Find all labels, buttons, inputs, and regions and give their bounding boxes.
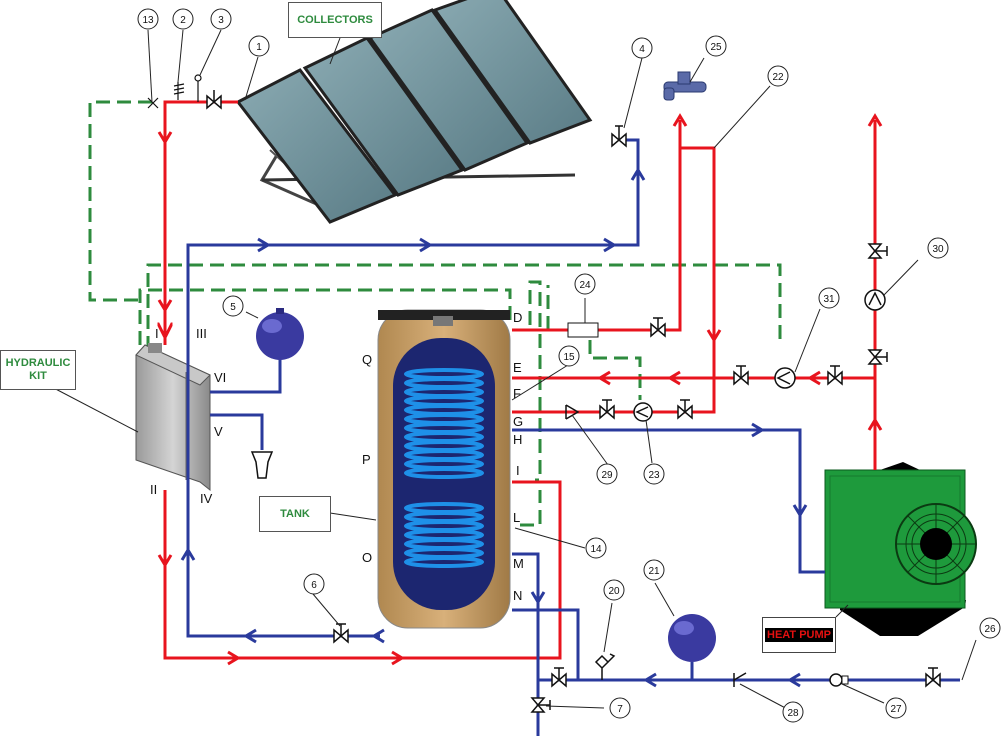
kit-port-vi: VI <box>214 370 226 385</box>
callout-31: 31 <box>823 294 835 305</box>
collector-panel-4 <box>432 0 593 145</box>
callout-1: 1 <box>256 42 262 53</box>
lower-coil <box>404 502 484 568</box>
port-n: N <box>513 588 522 603</box>
kit-port-iv: IV <box>200 491 213 506</box>
callout-7: 7 <box>617 704 623 715</box>
callout-27: 27 <box>890 704 902 715</box>
expansion-vessel-21 <box>668 614 716 680</box>
callout-25: 24 <box>579 280 591 291</box>
callout-29: 29 <box>601 470 613 481</box>
cold-arrows <box>180 167 808 688</box>
heat-pump-label: HEAT PUMP <box>765 628 833 642</box>
hydraulic-kit-unit <box>135 343 211 492</box>
callout-21: 21 <box>648 566 660 577</box>
heat-pump-unit <box>824 462 977 636</box>
callout-15: 15 <box>563 352 575 363</box>
heat-pump-label-box: HEAT PUMP <box>762 617 836 653</box>
kit-port-v: V <box>214 424 223 439</box>
callout-30: 30 <box>932 244 944 255</box>
tank-label: TANK <box>259 496 331 532</box>
pump-30 <box>864 289 886 311</box>
kit-port-i: I <box>155 326 159 341</box>
pumps <box>633 289 886 422</box>
hydraulic-kit-label: HYDRAULIC KIT <box>0 350 76 390</box>
expansion-vessel-5 <box>256 308 304 360</box>
callout-numbers: 13 2 3 1 4 25 22 5 24 15 31 30 29 23 14 … <box>142 15 996 719</box>
port-h: H <box>513 432 522 447</box>
storage-tank <box>377 309 511 629</box>
solar-collectors <box>235 0 593 224</box>
pump-31 <box>774 367 796 389</box>
tank-port-labels: D E F G H I L M N Q P O <box>362 310 524 603</box>
valve-stems <box>213 90 938 710</box>
vent-gauge <box>147 74 202 109</box>
callout-23: 22 <box>772 72 784 83</box>
callout-5: 5 <box>230 302 236 313</box>
safety-valve-20 <box>594 654 610 680</box>
callout-13: 13 <box>142 15 154 26</box>
port-g: G <box>513 414 523 429</box>
callout-14: 14 <box>590 544 602 555</box>
collectors-label: COLLECTORS <box>288 2 382 38</box>
kit-port-labels: I II III IV V VI <box>150 326 226 506</box>
port-l: L <box>513 510 520 525</box>
callout-2: 2 <box>180 15 186 26</box>
port-i: I <box>516 463 520 478</box>
check-valve-29 <box>565 404 580 420</box>
tank-zone-q: Q <box>362 352 372 367</box>
tap-26 <box>663 71 707 101</box>
collector-panel-1 <box>235 68 398 224</box>
callout-circles <box>137 8 1001 723</box>
callout-6: 6 <box>311 580 317 591</box>
collector-panel-3 <box>367 8 530 172</box>
hot-arrows <box>157 113 883 666</box>
control-lines <box>88 100 782 527</box>
mixing-valve-25 <box>567 322 599 338</box>
port-d: D <box>513 310 522 325</box>
port-f: F <box>513 386 521 401</box>
collector-panel-2 <box>302 36 465 197</box>
callout-22: 26 <box>984 624 996 635</box>
cold-pipes <box>186 138 960 736</box>
callout-4: 4 <box>639 44 645 55</box>
callout-24: 23 <box>648 470 660 481</box>
port-e: E <box>513 360 522 375</box>
drain-funnel <box>250 451 274 479</box>
upper-coil <box>404 368 484 479</box>
meter-27 <box>829 673 849 687</box>
callout-20: 20 <box>608 586 620 597</box>
kit-port-ii: II <box>150 482 157 497</box>
callout-28: 28 <box>787 708 799 719</box>
check-valves <box>565 404 747 687</box>
callout-26: 25 <box>710 42 722 53</box>
tank-zone-p: P <box>362 452 371 467</box>
check-valve-28 <box>733 672 747 687</box>
tank-zone-o: O <box>362 550 372 565</box>
callout-3: 3 <box>218 15 224 26</box>
kit-port-iii: III <box>196 326 207 341</box>
port-m: M <box>513 556 524 571</box>
